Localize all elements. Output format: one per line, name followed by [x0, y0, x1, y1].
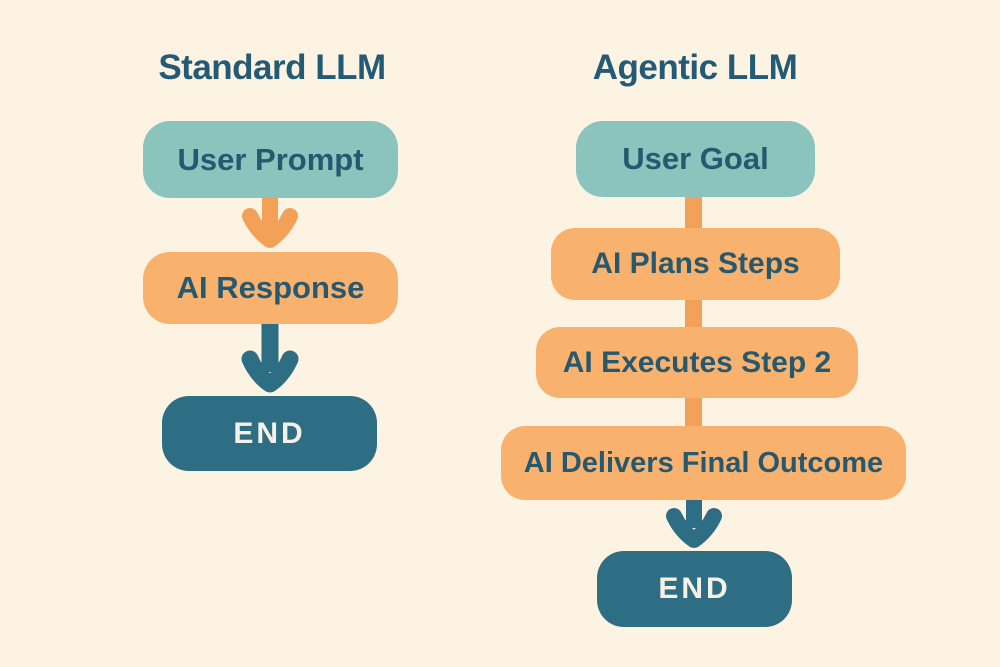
node-end-standard: END [162, 396, 377, 471]
node-ai-response: AI Response [143, 252, 398, 324]
node-label: END [658, 572, 731, 605]
node-label: AI Response [176, 270, 365, 305]
arrow-down-icon [666, 500, 722, 548]
node-ai-delivers-outcome: AI Delivers Final Outcome [501, 426, 906, 500]
flow-connector [685, 160, 702, 460]
column-title-standard: Standard LLM [158, 48, 386, 87]
node-ai-executes-step: AI Executes Step 2 [536, 327, 858, 398]
node-label: AI Executes Step 2 [562, 345, 832, 379]
node-label: AI Delivers Final Outcome [523, 446, 884, 479]
node-label: User Goal [622, 141, 769, 176]
node-label: User Prompt [177, 141, 364, 177]
node-user-prompt: User Prompt [143, 121, 398, 198]
arrow-down-icon [242, 198, 298, 248]
arrow-down-icon [241, 324, 299, 393]
column-title-agentic: Agentic LLM [592, 48, 798, 87]
node-ai-plans-steps: AI Plans Steps [551, 228, 840, 300]
node-user-goal: User Goal [576, 121, 815, 197]
node-end-agentic: END [597, 551, 792, 627]
node-label: END [233, 416, 306, 450]
node-label: AI Plans Steps [591, 247, 800, 280]
